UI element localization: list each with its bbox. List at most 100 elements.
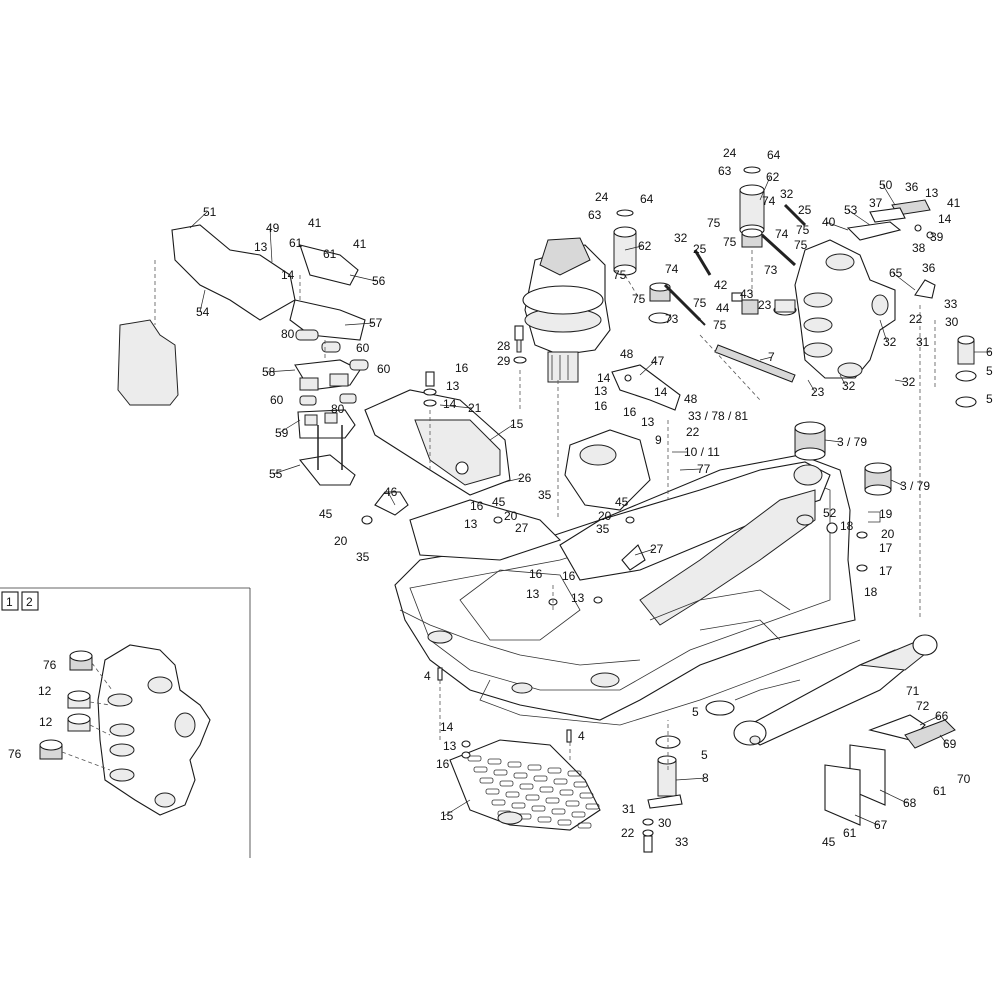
bolt-28 xyxy=(513,325,527,364)
callout-19: 19 xyxy=(879,507,893,521)
pin-62-left xyxy=(613,209,637,276)
callout-33b: 33 xyxy=(675,835,689,849)
callout-50: 50 xyxy=(879,178,893,192)
callout-leader xyxy=(504,477,523,483)
callout-47: 47 xyxy=(651,354,665,368)
callout-68: 68 xyxy=(903,796,917,810)
view-tab-2[interactable] xyxy=(21,591,39,611)
pad-59 xyxy=(297,409,356,439)
callout-35b: 35 xyxy=(596,522,610,536)
callout-30a: 30 xyxy=(945,315,959,329)
view-tab-2-label: 2 xyxy=(26,595,33,609)
callout-leader xyxy=(387,491,396,506)
callout-40: 40 xyxy=(822,215,836,229)
callout-75f: 75 xyxy=(632,292,646,306)
callout-7: 7 xyxy=(768,350,775,364)
swing-bracket xyxy=(794,239,896,379)
callout-15a: 15 xyxy=(510,417,524,431)
cover-slot xyxy=(559,789,574,796)
cover-plate-21 xyxy=(364,389,511,496)
callout-61a: 61 xyxy=(289,236,303,250)
callout-75e: 75 xyxy=(613,268,627,282)
cover-slot xyxy=(467,755,482,762)
callout-41c: 41 xyxy=(947,196,961,210)
callout-75h: 75 xyxy=(713,318,727,332)
callout-9: 9 xyxy=(655,433,662,447)
callout-76a: 76 xyxy=(43,658,57,672)
callout-35a: 35 xyxy=(538,488,552,502)
callout-16b: 16 xyxy=(594,399,608,413)
callout-60b: 60 xyxy=(377,362,391,376)
callout-13f: 13 xyxy=(526,587,540,601)
callout-41a: 41 xyxy=(308,216,322,230)
cover-slot xyxy=(485,788,500,795)
callout-18b: 18 xyxy=(864,585,878,599)
callout-32e: 32 xyxy=(902,375,916,389)
callout-leader xyxy=(269,227,273,263)
bushing-3-79-left xyxy=(794,421,826,461)
callout-leader xyxy=(759,176,771,201)
view-tab-1[interactable] xyxy=(1,591,19,611)
callout-45d: 45 xyxy=(822,835,836,849)
callout-57: 57 xyxy=(369,316,383,330)
cover-slot xyxy=(525,794,540,801)
callout-leader xyxy=(639,360,656,376)
callout-5b: 5 xyxy=(986,392,993,406)
callout-16c: 16 xyxy=(623,405,637,419)
cover-slot xyxy=(571,811,586,818)
callout-71: 71 xyxy=(906,684,920,698)
callout-53: 53 xyxy=(844,203,858,217)
cover-slot xyxy=(505,791,520,798)
callout-5d: 5 xyxy=(701,748,708,762)
callout-39: 39 xyxy=(930,230,944,244)
callout-35c: 35 xyxy=(356,550,370,564)
callout-24a: 24 xyxy=(723,146,737,160)
callout-16a: 16 xyxy=(455,361,469,375)
callout-49: 49 xyxy=(266,221,280,235)
callout-75b: 75 xyxy=(723,235,737,249)
callout-32a: 32 xyxy=(780,187,794,201)
callout-63b: 63 xyxy=(588,208,602,222)
access-cover-15 xyxy=(449,739,601,831)
callout-leader xyxy=(919,715,940,726)
callout-75a: 75 xyxy=(707,216,721,230)
cover-slot xyxy=(537,816,552,823)
callout-74c: 74 xyxy=(665,262,679,276)
callout-16e: 16 xyxy=(529,567,543,581)
callout-54: 54 xyxy=(196,305,210,319)
bracket-47 xyxy=(611,364,681,411)
callout-65: 65 xyxy=(889,266,903,280)
cover-slot xyxy=(557,819,572,826)
callout-337881: 33 / 78 / 81 xyxy=(688,409,748,423)
callout-52: 52 xyxy=(823,506,837,520)
callout-12a: 12 xyxy=(38,684,52,698)
callout-leader xyxy=(679,468,702,471)
callout-66: 66 xyxy=(935,709,949,723)
callout-21: 21 xyxy=(468,401,482,415)
cover-slot xyxy=(513,772,528,779)
callout-6: 6 xyxy=(986,345,993,359)
callout-1011: 10 / 11 xyxy=(684,445,720,459)
callout-13c: 13 xyxy=(594,384,608,398)
upper-frame xyxy=(394,429,861,726)
callout-55: 55 xyxy=(269,467,283,481)
callout-16d: 16 xyxy=(470,499,484,513)
callout-27a: 27 xyxy=(515,521,529,535)
callout-75g: 75 xyxy=(693,296,707,310)
callout-58: 58 xyxy=(262,365,276,379)
callout-72: 72 xyxy=(916,699,930,713)
callout-56: 56 xyxy=(372,274,386,288)
callout-31b: 31 xyxy=(622,802,636,816)
callout-22b: 22 xyxy=(909,312,923,326)
callout-36b: 36 xyxy=(922,261,936,275)
pins-25-74 xyxy=(663,203,807,326)
callout-leader xyxy=(894,379,907,383)
callout-leader xyxy=(344,322,374,326)
cover-slot xyxy=(493,769,508,776)
bushing-76-top xyxy=(69,650,93,671)
callout-14c: 14 xyxy=(597,371,611,385)
cover-slot xyxy=(551,808,566,815)
cover-slot xyxy=(547,767,562,774)
callout-16f: 16 xyxy=(562,569,576,583)
